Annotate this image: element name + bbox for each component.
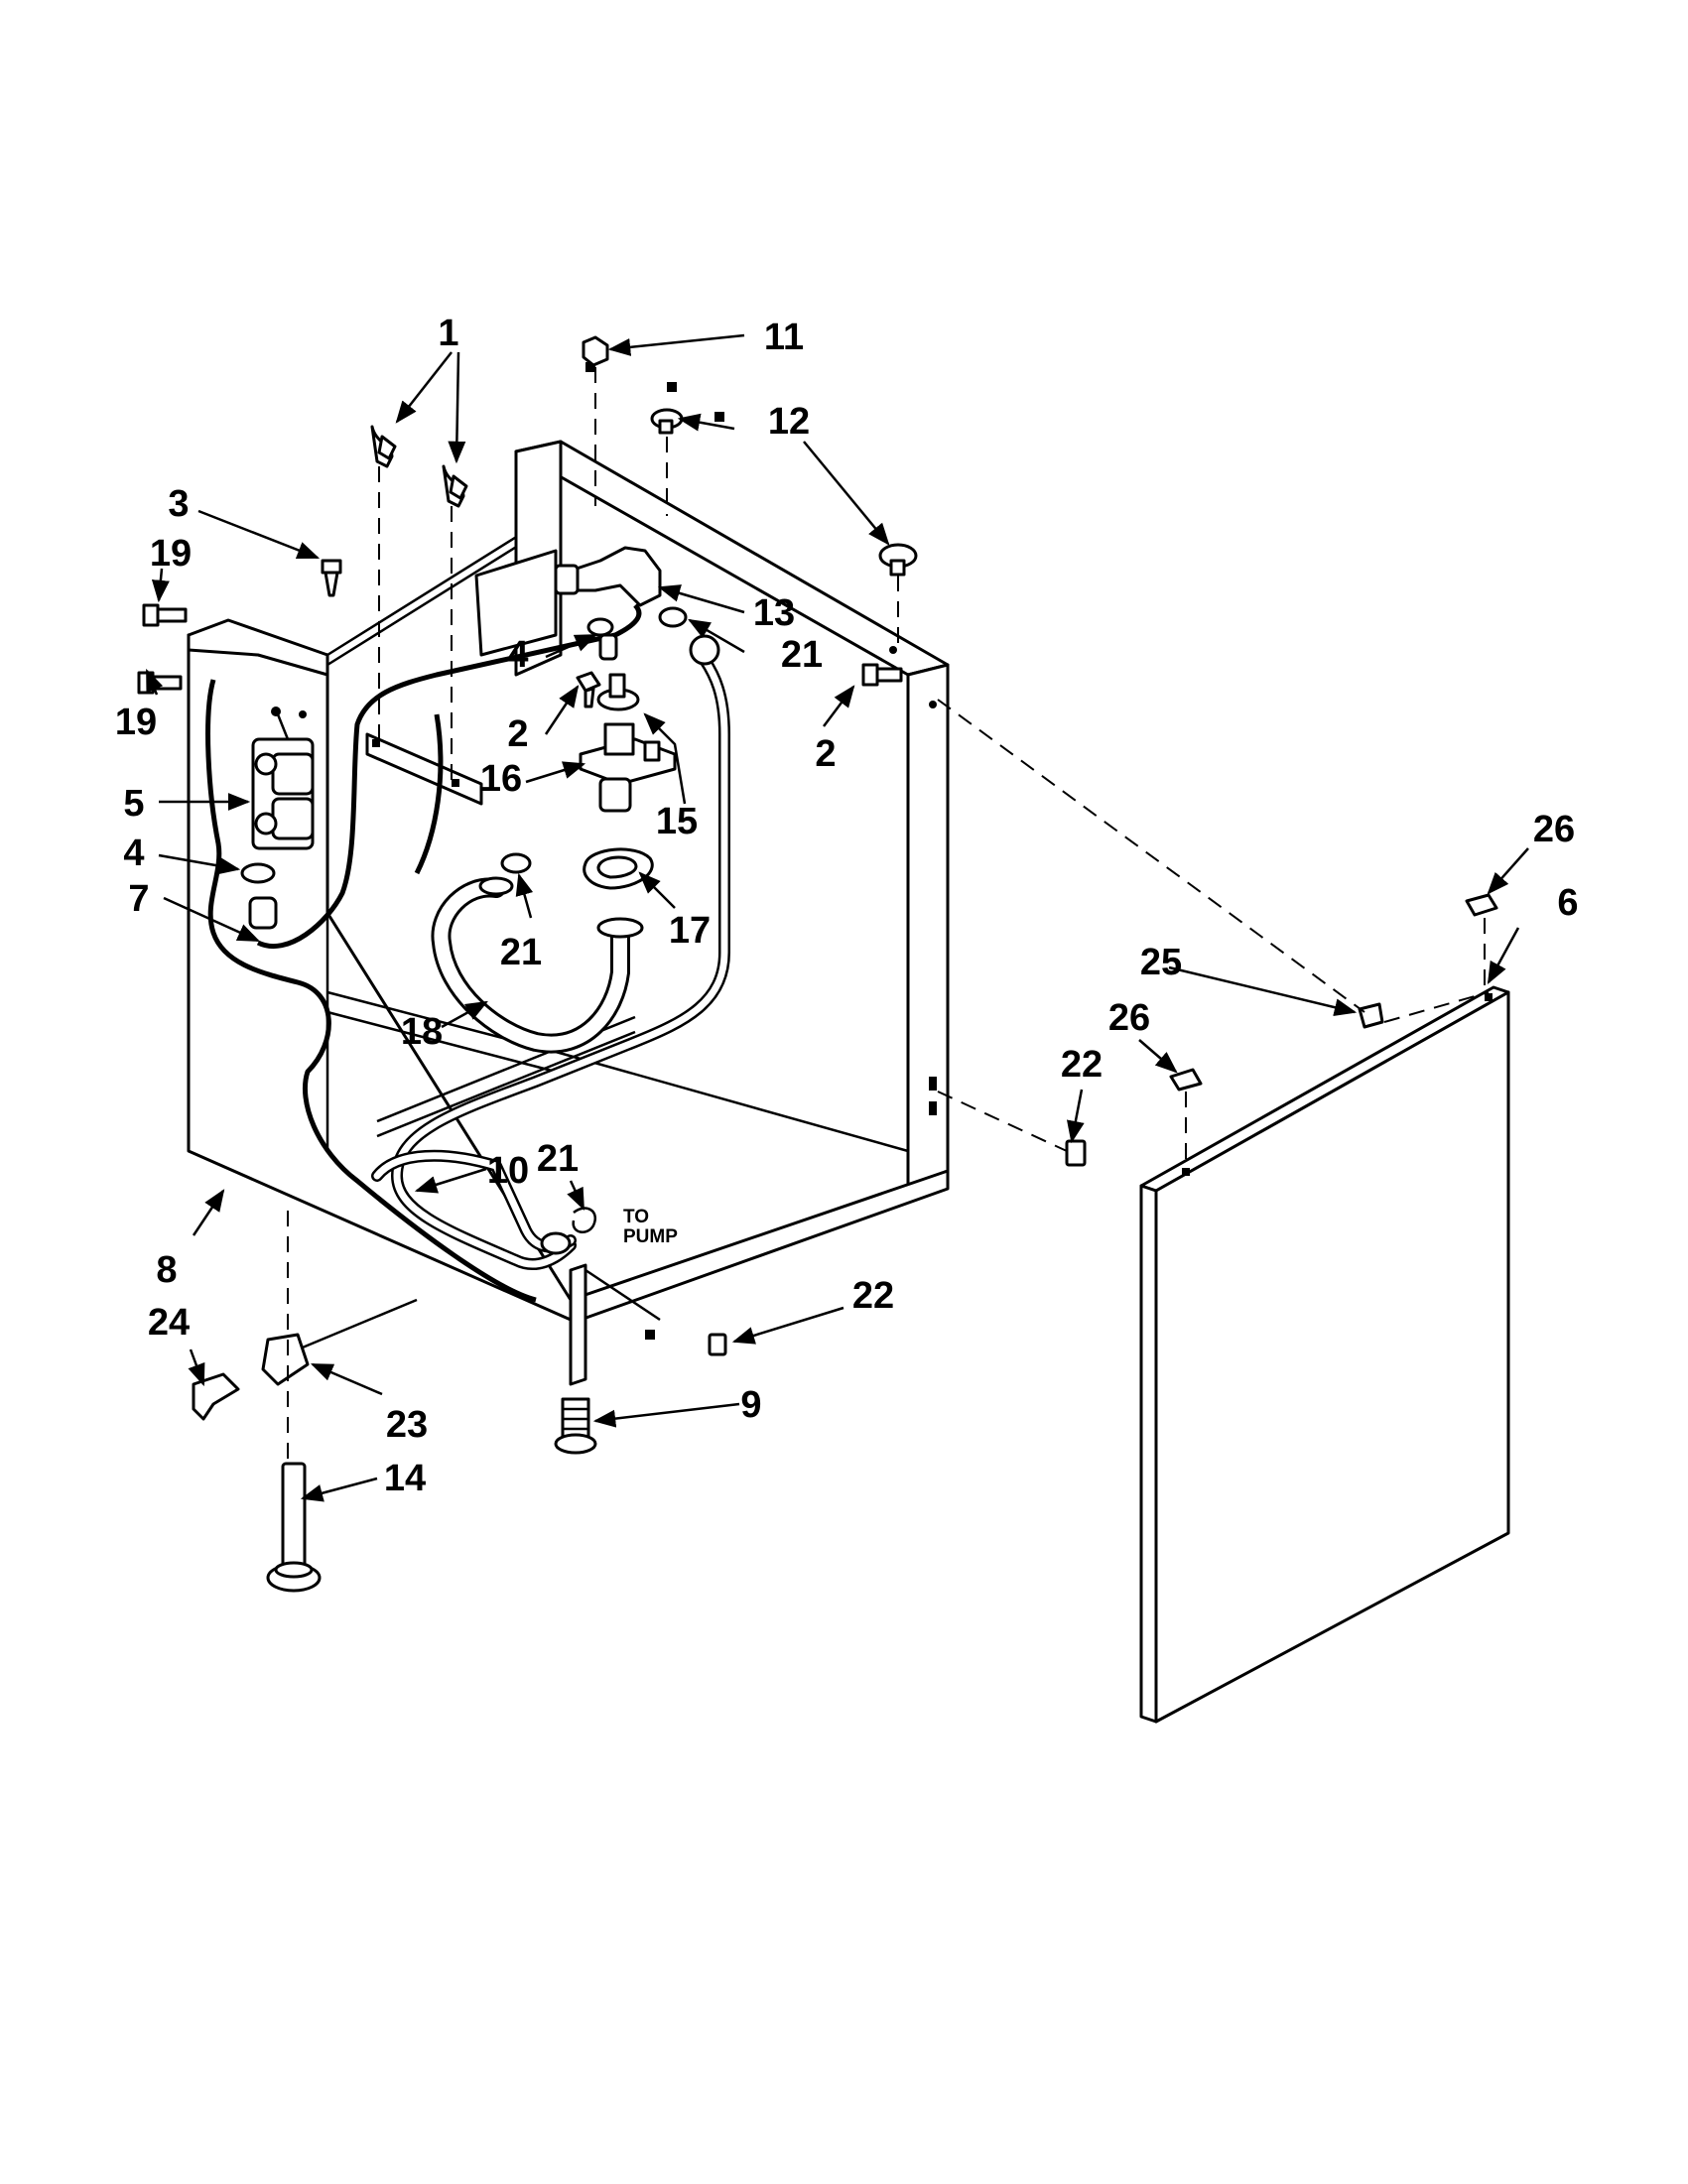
label-19-top: 19 bbox=[150, 533, 192, 575]
label-2-right: 2 bbox=[815, 733, 836, 775]
label-21-top: 21 bbox=[781, 634, 823, 676]
screw-19-top bbox=[142, 603, 188, 627]
label-17: 17 bbox=[669, 910, 711, 952]
label-10: 10 bbox=[487, 1150, 529, 1192]
leveling-clip bbox=[192, 1372, 240, 1421]
hose-clamp-21-top bbox=[658, 606, 688, 628]
label-11: 11 bbox=[764, 317, 804, 358]
panel-clip-22-bottom bbox=[708, 1333, 727, 1356]
label-8: 8 bbox=[156, 1249, 177, 1291]
label-1: 1 bbox=[438, 313, 458, 354]
hose-clamp-21-middle bbox=[500, 852, 532, 874]
leveling-leg bbox=[554, 1397, 597, 1455]
water-valve bbox=[251, 707, 315, 850]
cabinet-rear-inner-wall bbox=[474, 549, 558, 657]
rear-leg bbox=[266, 1462, 322, 1593]
label-2-center: 2 bbox=[507, 713, 528, 755]
label-15: 15 bbox=[656, 801, 698, 842]
cabinet-frame bbox=[187, 362, 950, 1386]
screw-2-center bbox=[576, 671, 601, 708]
plug-12-left bbox=[650, 408, 684, 435]
label-3: 3 bbox=[168, 483, 189, 525]
label-5: 5 bbox=[123, 783, 144, 825]
label-6: 6 bbox=[1557, 882, 1578, 924]
plug-12-right bbox=[878, 543, 918, 577]
label-22-right: 22 bbox=[1061, 1044, 1103, 1086]
nut-11 bbox=[582, 335, 609, 367]
label-7: 7 bbox=[128, 878, 149, 920]
motor-mount-bracket bbox=[365, 732, 483, 806]
annotation-to: TO bbox=[623, 1207, 649, 1227]
screw-2-right bbox=[861, 663, 903, 687]
hose-clamp-21-pump bbox=[572, 1207, 596, 1233]
air-dome-assembly bbox=[579, 673, 677, 813]
label-9: 9 bbox=[740, 1384, 761, 1426]
label-22-bottom: 22 bbox=[852, 1275, 894, 1317]
label-16: 16 bbox=[480, 758, 522, 800]
leveling-bracket bbox=[261, 1298, 418, 1386]
panel-clip-26-lower bbox=[1169, 1068, 1203, 1092]
label-26-upper: 26 bbox=[1533, 809, 1575, 850]
water-inlet-tube bbox=[391, 634, 730, 1270]
label-26-lower: 26 bbox=[1108, 997, 1150, 1039]
leader-lines bbox=[145, 333, 1529, 1502]
panel-clip-22-right bbox=[1065, 1139, 1087, 1167]
wire-clip-right bbox=[442, 464, 468, 508]
label-18: 18 bbox=[401, 1011, 443, 1053]
label-14: 14 bbox=[384, 1458, 426, 1499]
cabinet-front-corner-bracket bbox=[569, 1263, 587, 1386]
panel-clip-26-upper bbox=[1465, 893, 1498, 917]
hose-clamp-17 bbox=[583, 847, 654, 890]
hose-end-upper bbox=[598, 633, 618, 661]
inlet-hose-left bbox=[248, 896, 278, 930]
screw-19-bottom bbox=[137, 671, 183, 695]
label-23: 23 bbox=[386, 1404, 428, 1446]
hose-clamp-left bbox=[240, 862, 276, 884]
label-21-pump: 21 bbox=[537, 1138, 579, 1180]
part-number-labels: 1 11 12 3 19 19 5 4 7 13 21 4 2 2 16 15 … bbox=[115, 313, 1579, 1499]
label-4-left: 4 bbox=[123, 833, 144, 874]
cabinet-top-left-corner bbox=[187, 618, 329, 677]
pump-hose bbox=[371, 1149, 577, 1255]
screw-3 bbox=[321, 559, 342, 597]
hose-clamp-upper bbox=[586, 617, 614, 637]
label-24: 24 bbox=[148, 1302, 190, 1344]
panel-clip-25 bbox=[1358, 1002, 1384, 1029]
elbow-connector bbox=[554, 546, 662, 607]
front-panel bbox=[1139, 985, 1510, 1724]
label-25: 25 bbox=[1140, 942, 1182, 983]
label-4-upper: 4 bbox=[507, 634, 528, 676]
label-12: 12 bbox=[768, 401, 810, 443]
wiring-harness bbox=[205, 603, 642, 1303]
alignment-lines bbox=[287, 367, 1490, 1459]
annotation-pump: PUMP bbox=[623, 1226, 678, 1247]
cabinet-right-post bbox=[906, 663, 950, 1188]
label-19-bottom: 19 bbox=[115, 702, 157, 743]
label-13: 13 bbox=[753, 592, 795, 634]
wire-clip-left bbox=[370, 425, 397, 468]
label-21-middle: 21 bbox=[500, 932, 542, 973]
